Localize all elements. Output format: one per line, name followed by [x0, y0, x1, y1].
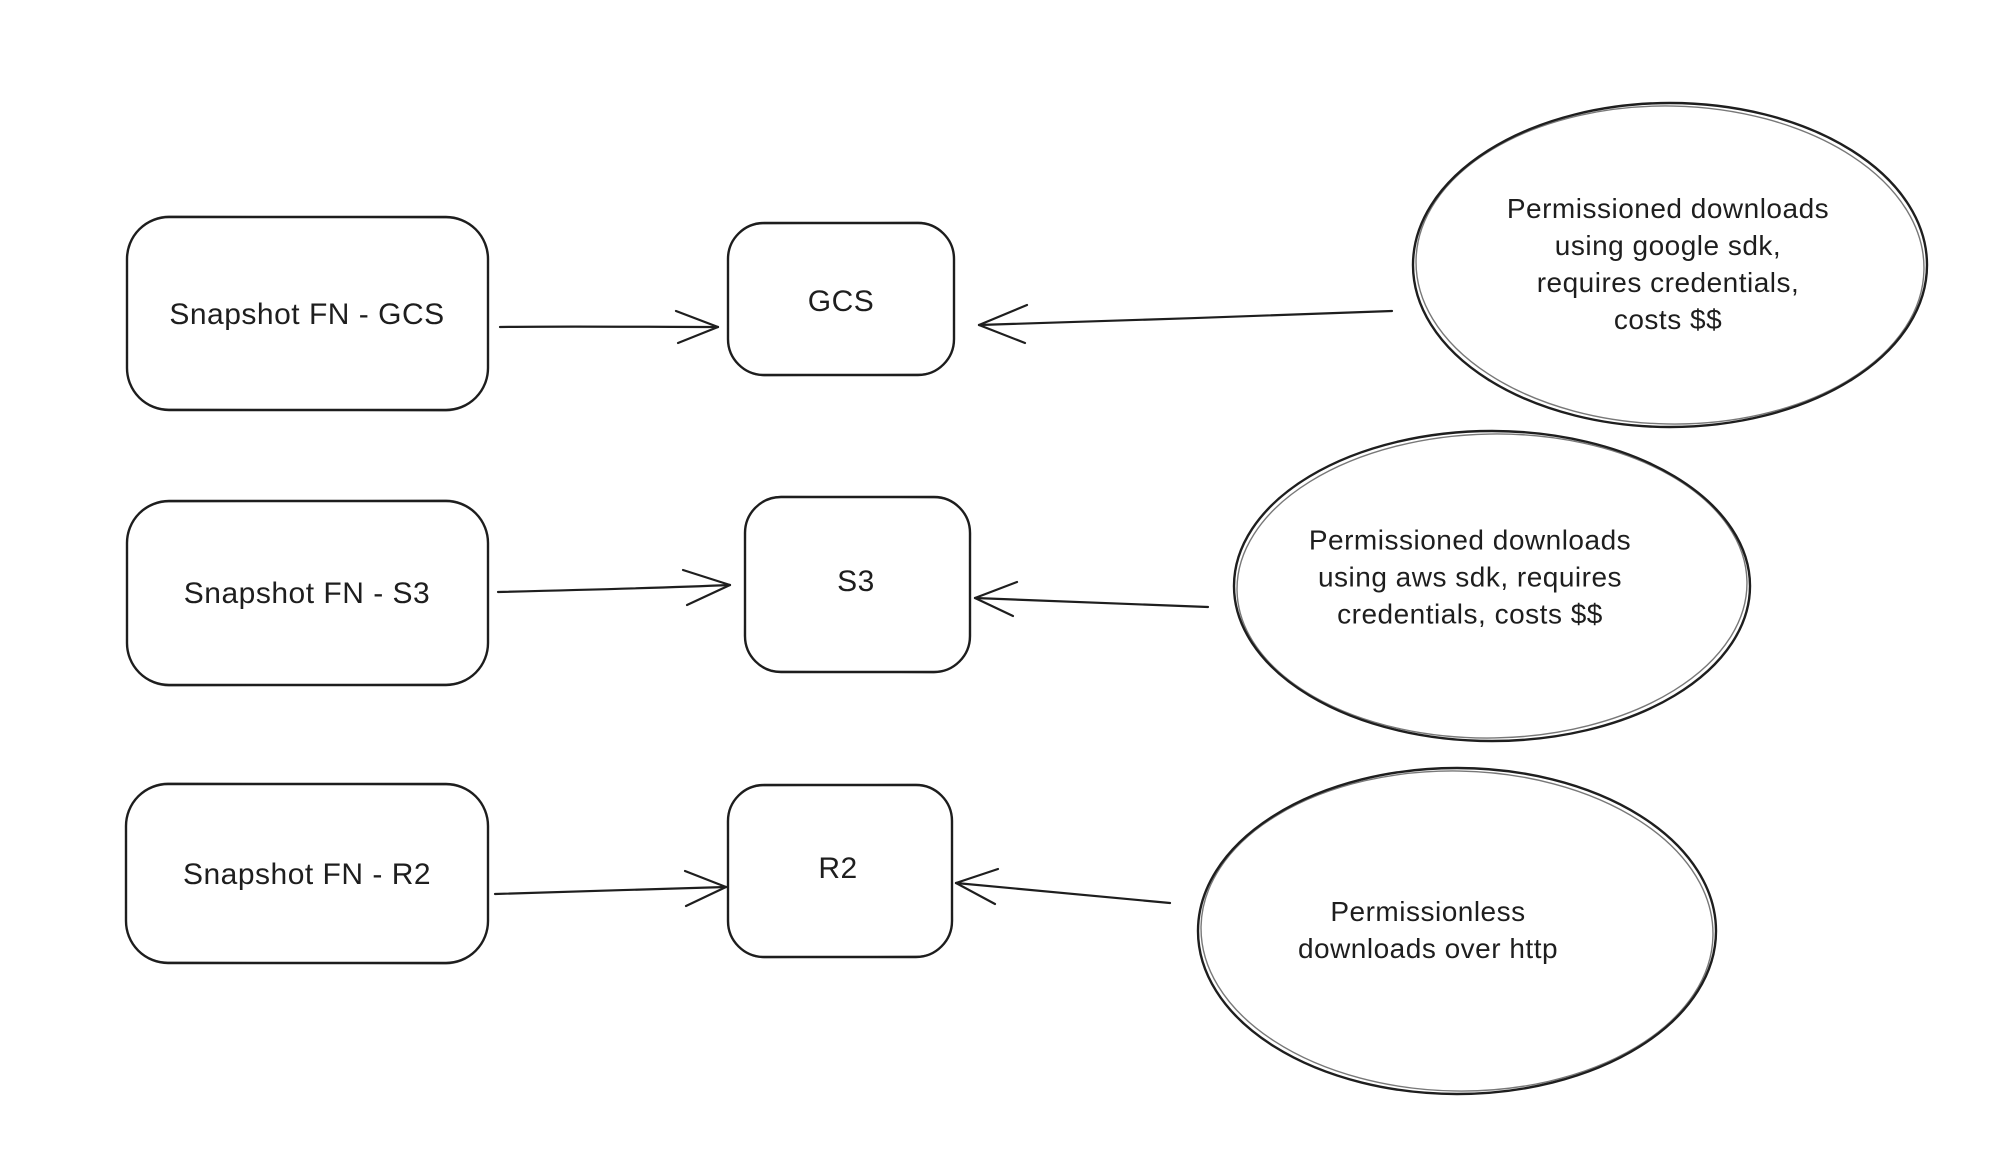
- node-s3: [743, 495, 972, 674]
- arrow-note-to-gcs: [977, 303, 1394, 345]
- note-ellipse-s3: [1232, 429, 1752, 743]
- arrow-snapshot-to-gcs: [498, 309, 720, 345]
- node-snapshot-fn-gcs: [125, 215, 490, 412]
- arrow-snapshot-to-s3: [496, 568, 732, 607]
- arrow-note-to-s3: [973, 580, 1210, 618]
- node-r2: [726, 783, 954, 959]
- arrow-snapshot-to-r2: [493, 869, 728, 908]
- note-ellipse-gcs: [1411, 101, 1929, 429]
- arrow-note-to-r2: [954, 867, 1172, 906]
- note-ellipse-r2: [1196, 766, 1718, 1096]
- node-snapshot-fn-s3: [125, 499, 490, 687]
- node-snapshot-fn-r2: [124, 782, 490, 965]
- node-gcs: [726, 221, 956, 377]
